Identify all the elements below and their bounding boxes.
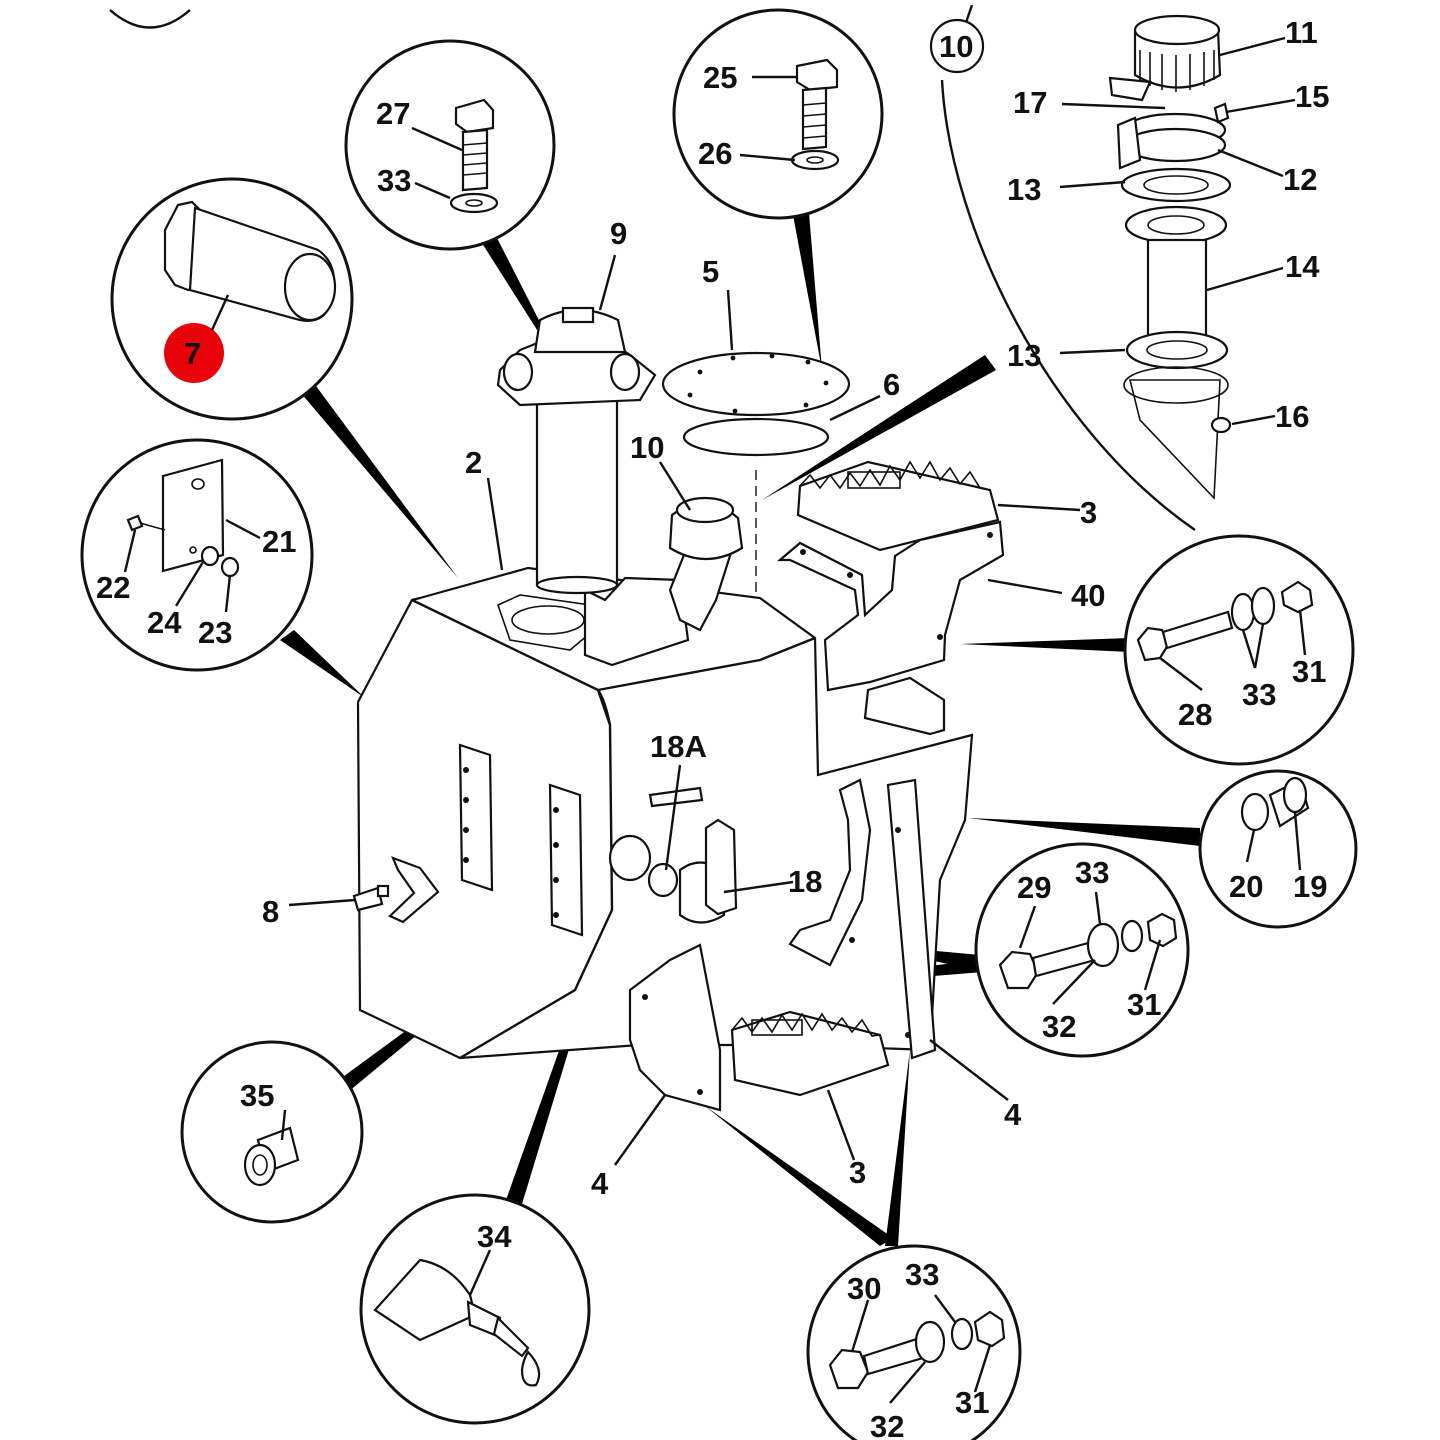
label-part-20: 20 <box>1229 869 1263 904</box>
label-part-18a: 18A <box>650 729 707 764</box>
mounting-bracket <box>777 520 1005 736</box>
sealant-tube-34 <box>373 1258 541 1387</box>
bolt-part-28 <box>1136 580 1314 662</box>
label-part-18: 18 <box>788 864 822 899</box>
label-part-4-right: 4 <box>1004 1097 1022 1132</box>
plug-part-19 <box>1240 776 1310 832</box>
return-filter-assembly <box>496 306 657 595</box>
label-part-7: 7 <box>184 336 201 371</box>
breather-part-7 <box>163 200 337 322</box>
label-part-33-d: 33 <box>905 1257 939 1292</box>
label-part-22: 22 <box>96 570 130 605</box>
callout-circle-35 <box>180 1040 364 1224</box>
filler-assembly-detail <box>1108 14 1232 500</box>
label-part-19: 19 <box>1293 869 1327 904</box>
label-part-13-upper: 13 <box>1007 172 1041 207</box>
callout-circle-19 <box>1198 769 1358 929</box>
label-part-13-lower: 13 <box>1007 338 1041 373</box>
bolt-part-27 <box>449 98 499 214</box>
label-part-34: 34 <box>477 1219 512 1254</box>
label-part-17: 17 <box>1013 85 1047 120</box>
wedge-28 <box>960 638 1130 652</box>
bolt-part-29 <box>998 912 1178 990</box>
label-ref-10: 10 <box>939 29 973 64</box>
step-lower <box>730 1010 890 1097</box>
label-part-15: 15 <box>1295 79 1329 114</box>
label-part-3-lower: 3 <box>849 1155 866 1190</box>
label-part-31-a: 31 <box>1292 654 1326 689</box>
label-part-26: 26 <box>698 136 732 171</box>
wedge-25 <box>793 213 822 370</box>
bushing-part-35 <box>243 1126 300 1187</box>
label-part-6: 6 <box>883 367 900 402</box>
filler-breather <box>668 496 744 632</box>
label-part-21: 21 <box>262 524 296 559</box>
partial-callout-circle <box>109 9 191 29</box>
label-part-25: 25 <box>703 60 737 95</box>
label-part-28: 28 <box>1178 697 1212 732</box>
label-part-29: 29 <box>1017 870 1051 905</box>
label-part-33-a: 33 <box>377 163 411 198</box>
callout-ref-circle-10 <box>929 18 985 74</box>
label-part-31-b: 31 <box>1127 987 1161 1022</box>
plate-part-21 <box>126 458 240 578</box>
label-part-11: 11 <box>1285 15 1318 50</box>
wedge-10 <box>762 355 996 500</box>
wedge-30b <box>885 1050 910 1246</box>
callout-circle-25 <box>672 8 884 220</box>
label-part-5: 5 <box>702 254 719 289</box>
bolt-part-25 <box>790 58 840 171</box>
label-part-14: 14 <box>1285 249 1320 284</box>
step-upper <box>796 460 1000 552</box>
step-frame-lower <box>628 778 937 1112</box>
highlight-marker-7 <box>164 323 224 383</box>
label-part-8: 8 <box>262 894 279 929</box>
wedge-21 <box>280 630 365 698</box>
label-part-31-c: 31 <box>955 1385 989 1420</box>
leader-lines <box>123 36 1307 1404</box>
label-part-40: 40 <box>1071 578 1105 613</box>
label-part-4-left: 4 <box>591 1166 609 1201</box>
label-part-24: 24 <box>147 605 182 640</box>
label-part-33-c: 33 <box>1075 855 1109 890</box>
label-part-35: 35 <box>240 1078 274 1113</box>
label-part-16: 16 <box>1275 399 1309 434</box>
label-part-32-a: 32 <box>1042 1009 1076 1044</box>
bolt-part-30 <box>828 1310 1006 1390</box>
part-number-labels: 2 3 3 4 4 5 6 7 8 9 10 10 11 12 13 13 14… <box>96 15 1329 1440</box>
label-part-9: 9 <box>610 216 627 251</box>
label-part-32-b: 32 <box>870 1409 904 1440</box>
wedge-30a <box>705 1106 893 1246</box>
label-part-12: 12 <box>1283 162 1317 197</box>
label-part-2: 2 <box>465 445 482 480</box>
label-part-27: 27 <box>376 96 410 131</box>
label-part-23: 23 <box>198 615 232 650</box>
level-sensor <box>352 884 390 912</box>
label-part-3-upper: 3 <box>1080 495 1097 530</box>
cover-plate <box>661 351 851 457</box>
label-part-10: 10 <box>630 430 664 465</box>
wedge-19 <box>968 818 1200 846</box>
label-part-30: 30 <box>847 1271 881 1306</box>
label-part-33-b: 33 <box>1242 677 1276 712</box>
wedge-7 <box>300 386 458 578</box>
